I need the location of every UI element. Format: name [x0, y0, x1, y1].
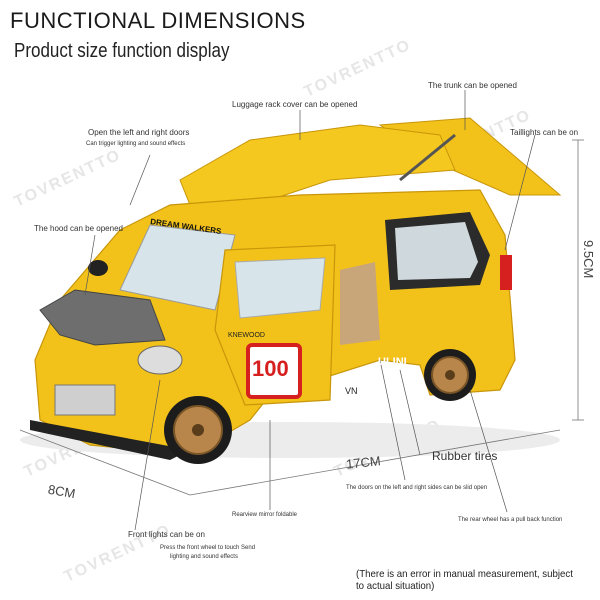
callout-front-lights-sub2: lighting and sound effects — [170, 554, 238, 560]
knewood-decal: KNEWOOD — [228, 332, 265, 339]
page-title: FUNCTIONAL DIMENSIONS — [10, 8, 306, 33]
taillight — [500, 255, 512, 290]
front-bumper — [30, 420, 190, 460]
callout-taillights: Taillights can be on — [510, 128, 579, 137]
callout-lines — [84, 90, 536, 531]
open-hood — [39, 289, 166, 346]
rear-wheel — [424, 349, 476, 401]
number-plate-text: 100 — [252, 356, 289, 381]
callout-pullback: The rear wheel has a pull back function — [458, 517, 563, 523]
vn-decal: VN — [345, 386, 358, 396]
front-grille — [54, 384, 116, 416]
callout-hood: The hood can be opened — [34, 224, 123, 233]
callout-sliding-doors: The doors on the left and right sides ca… — [346, 485, 488, 491]
callout-doors: Open the left and right doors — [88, 128, 190, 137]
windshield — [119, 224, 236, 311]
callout-trunk: The trunk can be opened — [428, 81, 517, 90]
interior-seat — [340, 262, 380, 345]
number-plate — [246, 343, 302, 399]
headlight — [137, 345, 183, 375]
trunk-strut — [399, 133, 456, 182]
dimension-height: 9.5CM — [581, 240, 596, 279]
callout-front-lights-sub1: Press the front wheel to touch Send — [160, 545, 256, 551]
callout-mirror: Rearview mirror foldable — [232, 512, 298, 518]
page-subtitle: Product size function display — [14, 40, 230, 62]
measurement-note: (There is an error in manual measurement… — [356, 568, 573, 592]
front-wheel — [164, 396, 232, 464]
door-window — [234, 257, 326, 319]
dimension-lines — [19, 139, 584, 496]
side-mirror — [88, 260, 108, 276]
callout-front-lights: Front lights can be on — [128, 530, 205, 539]
callout-doors-sub: Can trigger lighting and sound effects — [86, 141, 186, 147]
callout-luggage: Luggage rack cover can be opened — [232, 100, 358, 109]
rear-window-glass — [395, 222, 478, 280]
callout-rubber-tires: Rubber tires — [432, 449, 498, 463]
ulini-decal: ULINI — [378, 356, 407, 368]
